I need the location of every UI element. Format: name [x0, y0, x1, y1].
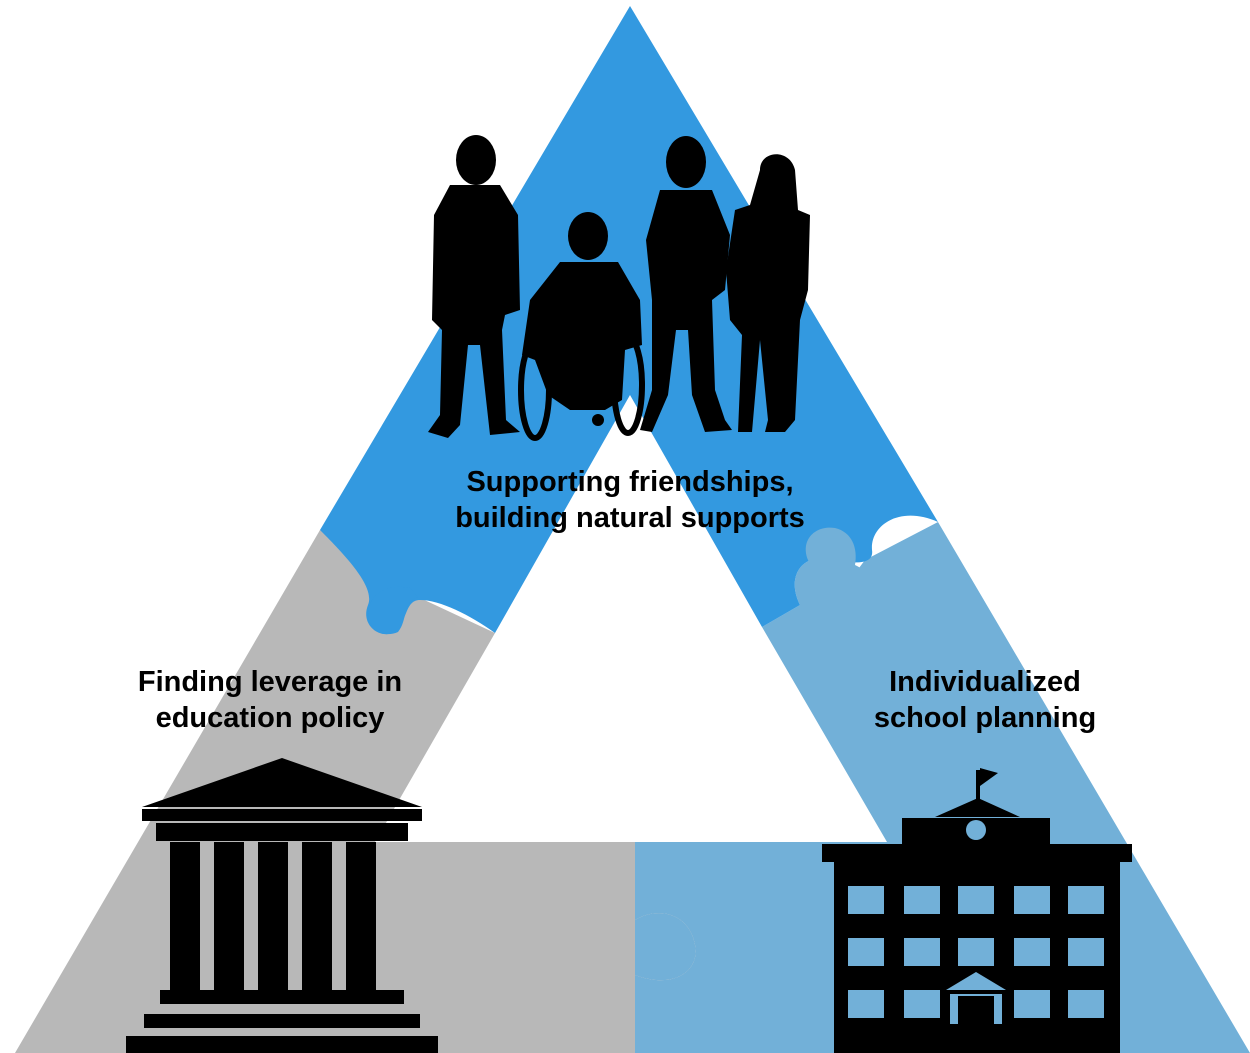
person-silhouette — [726, 154, 810, 432]
person-silhouette — [428, 135, 520, 438]
label-education-policy-line1: Finding leverage in — [137, 666, 403, 698]
wheelchair-user-silhouette — [518, 212, 645, 441]
school-building-icon — [822, 768, 1132, 1053]
label-friendships: Supporting friendships, building natural… — [425, 464, 835, 536]
label-education-policy-line2: education policy — [155, 702, 385, 734]
label-friendships-line2: building natural supports — [455, 502, 805, 534]
government-building-icon — [126, 758, 438, 1053]
puzzle-knob-left — [368, 586, 418, 635]
label-friendships-line1: Supporting friendships, — [466, 466, 794, 498]
puzzle-knob-bottom — [635, 913, 696, 981]
people-group-icon — [428, 135, 810, 441]
puzzle-knob-right — [805, 527, 875, 595]
person-silhouette — [640, 136, 732, 432]
label-school-planning: Individualized school planning — [840, 664, 1130, 736]
label-education-policy: Finding leverage in education policy — [110, 664, 430, 736]
label-school-planning-line2: school planning — [873, 702, 1097, 734]
label-school-planning-line1: Individualized — [889, 666, 1081, 698]
